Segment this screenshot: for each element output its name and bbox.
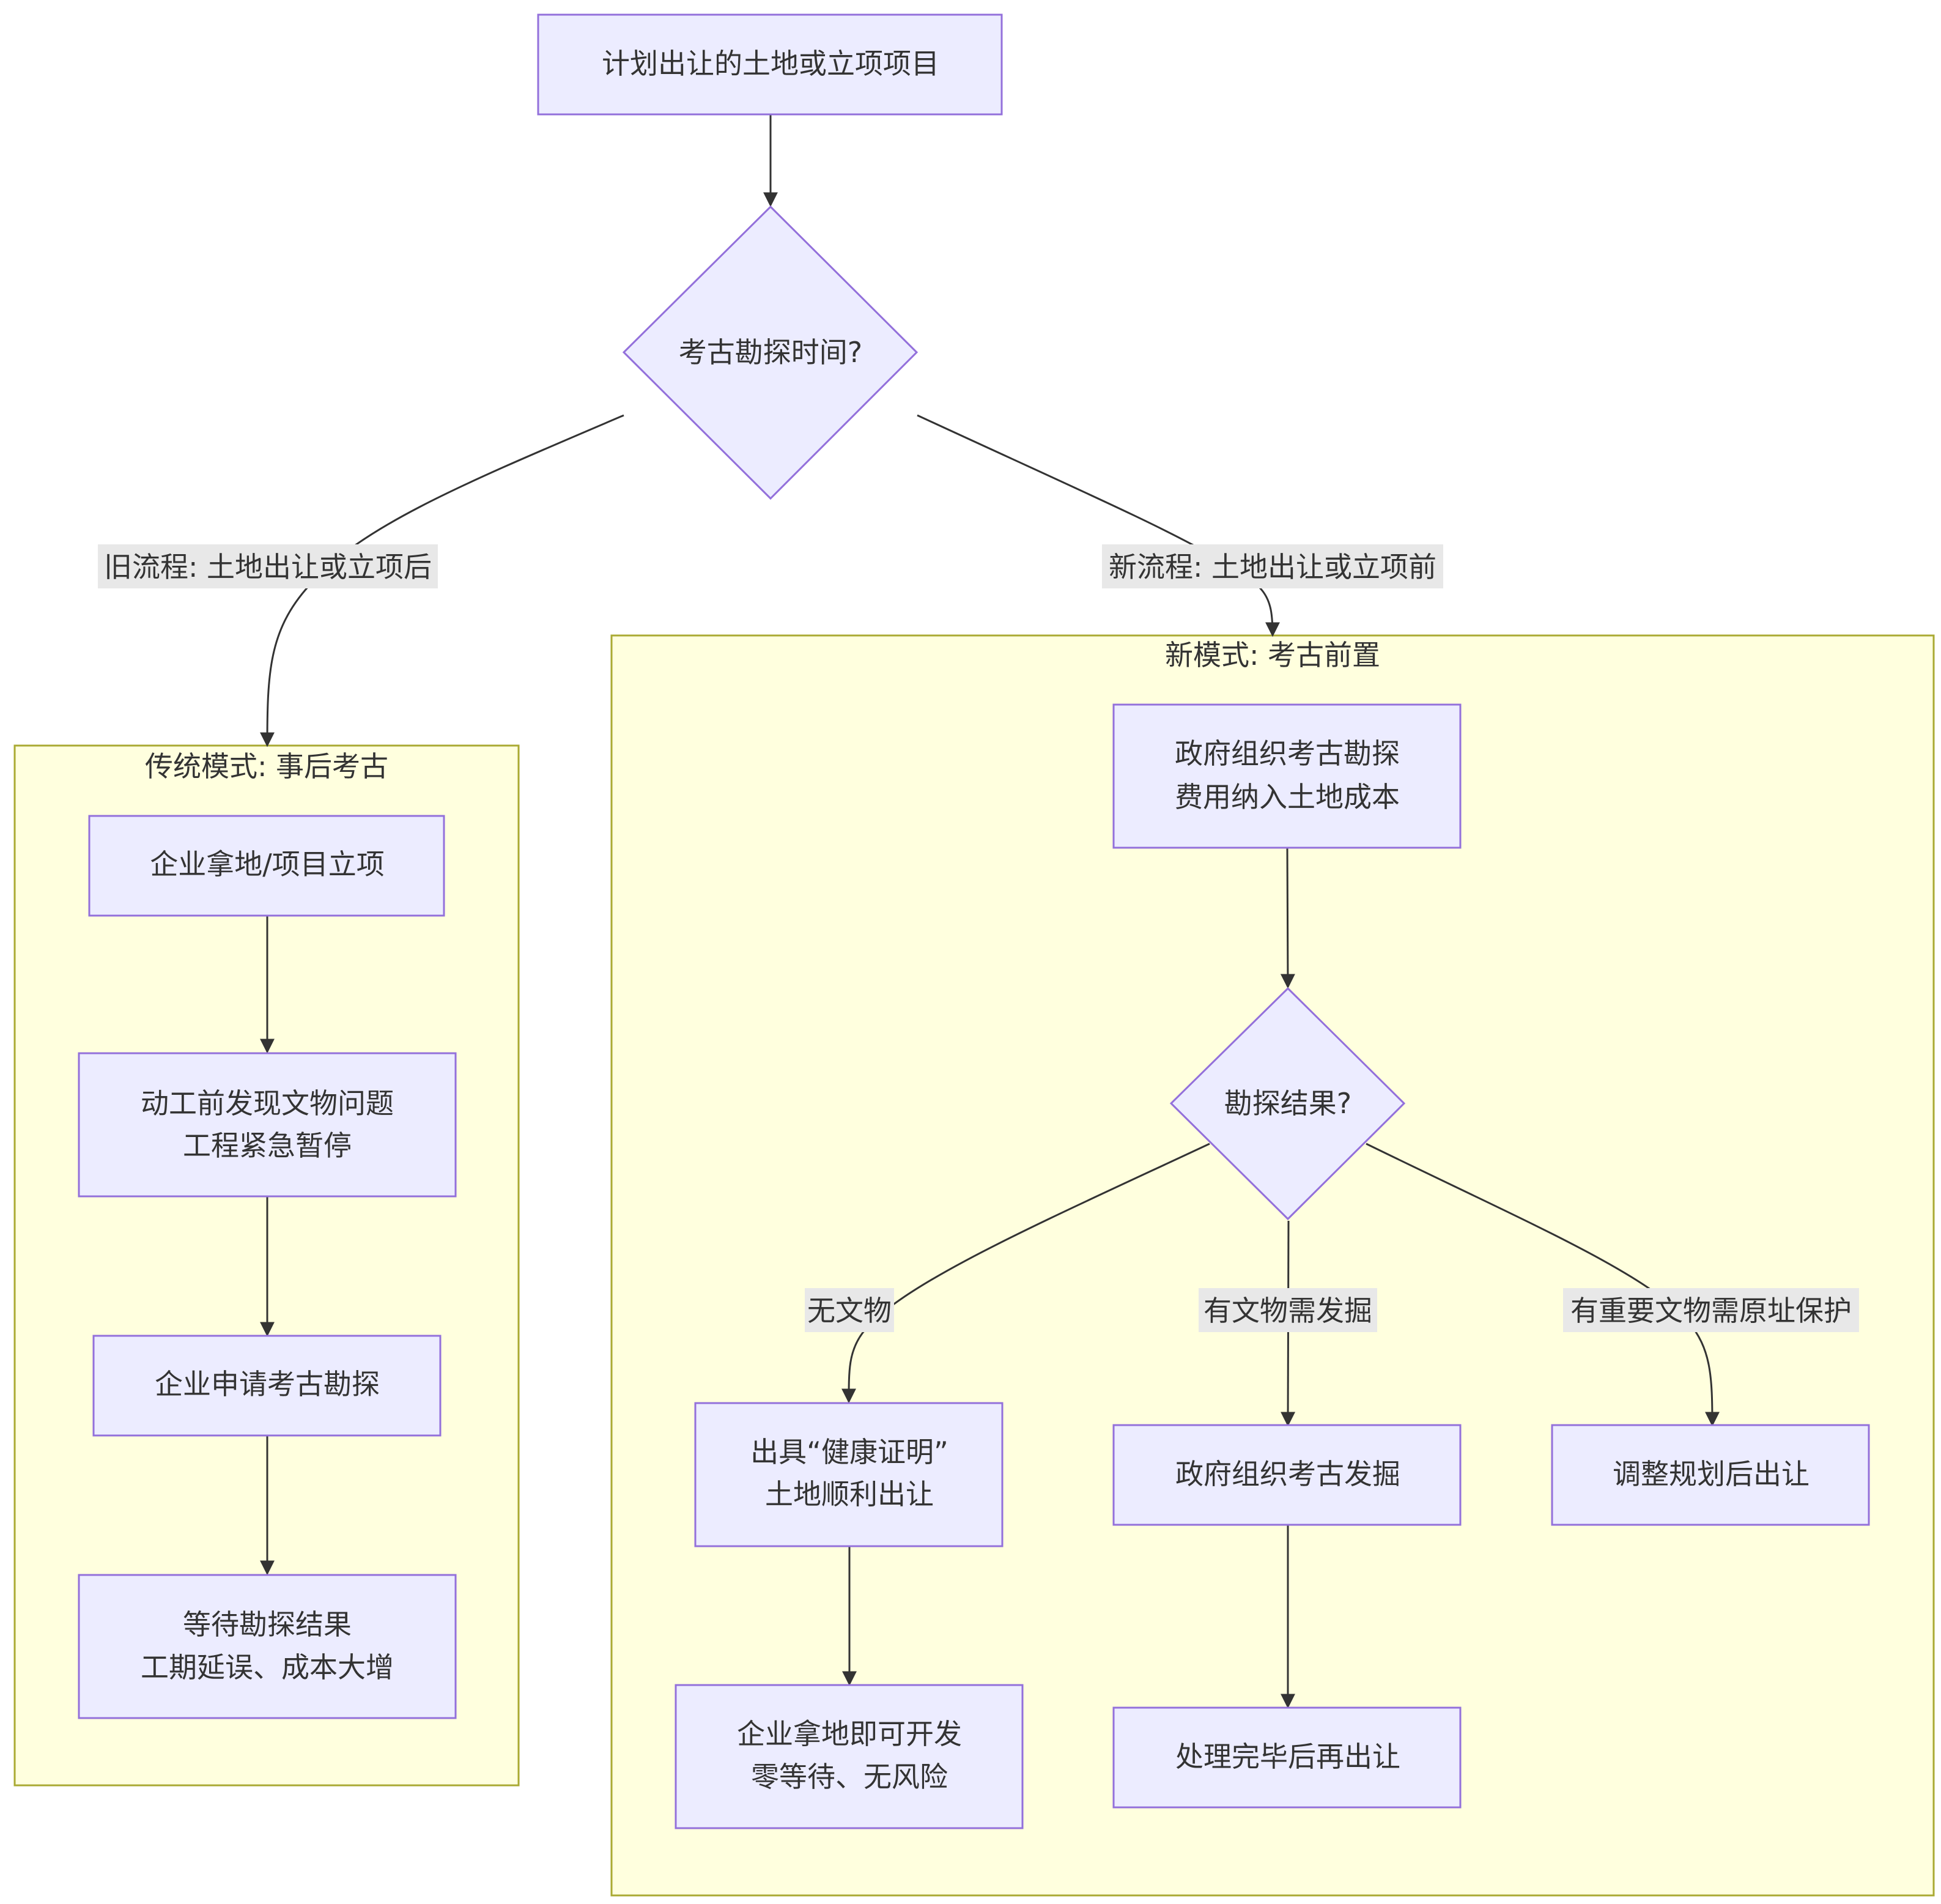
svg-text:处理完毕后再出让: 处理完毕后再出让 <box>1175 1740 1400 1773</box>
svg-text:企业拿地/项目立项: 企业拿地/项目立项 <box>150 848 385 881</box>
node-start: 计划出让的土地或立项项目 <box>537 13 1003 116</box>
node-old-4: 等待勘探结果 工期延误、成本大增 <box>78 1574 457 1719</box>
node-protect-1: 调整规划后出让 <box>1551 1424 1870 1526</box>
edge-decision-to-new <box>917 414 1280 637</box>
node-decision-result: 勘探结果? <box>1169 987 1406 1221</box>
svg-text:工程紧急暂停: 工程紧急暂停 <box>183 1129 352 1162</box>
node-old-2: 动工前发现文物问题 工程紧急暂停 <box>78 1052 457 1198</box>
edge-label-relics-protect: 有重要文物需原址保护 <box>1563 1288 1859 1332</box>
svg-text:新流程: 土地出让或立项前: 新流程: 土地出让或立项前 <box>1109 550 1436 583</box>
node-dig-2: 处理完毕后再出让 <box>1112 1706 1462 1809</box>
svg-text:出具“健康证明”: 出具“健康证明” <box>750 1435 948 1469</box>
edge-label-new-flow: 新流程: 土地出让或立项前 <box>1102 544 1443 588</box>
edge-label-old-flow: 旧流程: 土地出让或立项后 <box>98 544 438 588</box>
svg-text:勘探结果?: 勘探结果? <box>1224 1087 1351 1120</box>
svg-text:调整规划后出让: 调整规划后出让 <box>1613 1458 1810 1491</box>
svg-text:动工前发现文物问题: 动工前发现文物问题 <box>141 1087 394 1120</box>
edge-result-to-none <box>841 1143 1210 1404</box>
node-no-relics-1: 出具“健康证明” 土地顺利出让 <box>694 1402 1004 1547</box>
node-old-1: 企业拿地/项目立项 <box>88 815 445 917</box>
svg-text:等待勘探结果: 等待勘探结果 <box>183 1608 352 1641</box>
svg-text:企业拿地即可开发: 企业拿地即可开发 <box>737 1717 962 1750</box>
svg-text:考古勘探时间?: 考古勘探时间? <box>679 336 862 369</box>
svg-text:费用纳入土地成本: 费用纳入土地成本 <box>1175 780 1400 813</box>
svg-text:有重要文物需原址保护: 有重要文物需原址保护 <box>1570 1294 1852 1327</box>
edge-label-no-relics: 无文物 <box>805 1288 894 1332</box>
node-no-relics-2: 企业拿地即可开发 零等待、无风险 <box>675 1684 1024 1829</box>
node-new-1: 政府组织考古勘探 费用纳入土地成本 <box>1112 703 1462 849</box>
node-decision-time: 考古勘探时间? <box>622 205 919 500</box>
edge-label-relics-dig: 有文物需发掘 <box>1199 1288 1377 1332</box>
edge-new1-to-result <box>1280 848 1295 989</box>
svg-text:政府组织考古勘探: 政府组织考古勘探 <box>1175 737 1400 770</box>
svg-text:无文物: 无文物 <box>807 1294 892 1327</box>
node-old-3: 企业申请考古勘探 <box>92 1335 442 1437</box>
svg-text:政府组织考古发掘: 政府组织考古发掘 <box>1175 1458 1400 1491</box>
svg-text:企业申请考古勘探: 企业申请考古勘探 <box>155 1368 380 1401</box>
svg-text:零等待、无风险: 零等待、无风险 <box>751 1760 948 1793</box>
node-dig-1: 政府组织考古发掘 <box>1112 1424 1462 1526</box>
cluster-old-title: 传统模式: 事后考古 <box>145 750 388 783</box>
svg-text:计划出让的土地或立项项目: 计划出让的土地或立项项目 <box>602 47 939 80</box>
svg-text:工期延误、成本大增: 工期延误、成本大增 <box>141 1651 394 1684</box>
svg-text:土地顺利出让: 土地顺利出让 <box>765 1478 934 1511</box>
cluster-new-title: 新模式: 考古前置 <box>1165 639 1380 672</box>
svg-text:有文物需发掘: 有文物需发掘 <box>1203 1294 1372 1327</box>
svg-text:旧流程: 土地出让或立项后: 旧流程: 土地出让或立项后 <box>104 550 432 583</box>
